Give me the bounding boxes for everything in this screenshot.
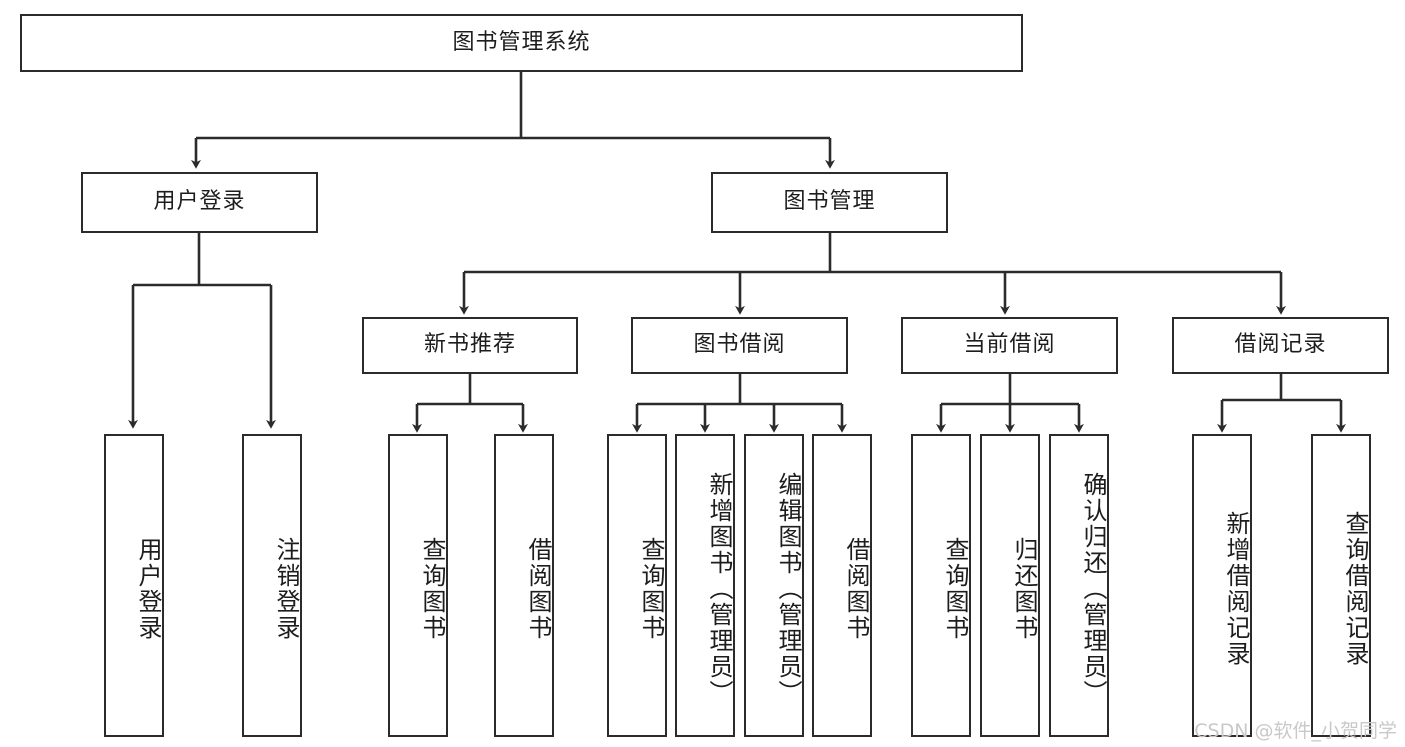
leaf-br-add-record[interactable]: 新增借阅记录 <box>1192 434 1252 737</box>
leaf-nb-borrow-book-label: 借阅图书 <box>524 536 552 641</box>
leaf-br-add-record-label: 新增借阅记录 <box>1222 510 1250 667</box>
node-current-borrow[interactable]: 当前借阅 <box>901 317 1118 374</box>
node-current-borrow-label: 当前借阅 <box>963 332 1056 358</box>
leaf-logout-label: 注销登录 <box>272 536 300 641</box>
leaf-cb-return-book-label: 归还图书 <box>1010 536 1038 641</box>
leaf-bb-add-book-label: 新增图书（管理员） <box>705 471 733 706</box>
leaf-br-query-record[interactable]: 查询借阅记录 <box>1311 434 1371 737</box>
leaf-cb-confirm-return[interactable]: 确认归还（管理员） <box>1049 434 1109 737</box>
watermark: CSDN @软件_小贺同学 <box>1194 720 1397 742</box>
leaf-nb-query-book-label: 查询图书 <box>418 536 446 641</box>
leaf-user-login-label: 用户登录 <box>134 536 162 641</box>
node-user-login[interactable]: 用户登录 <box>81 172 318 233</box>
leaf-bb-edit-book-label: 编辑图书（管理员） <box>774 471 802 706</box>
leaf-br-query-record-label: 查询借阅记录 <box>1341 510 1369 667</box>
node-root[interactable]: 图书管理系统 <box>20 14 1023 72</box>
node-borrow-record-label: 借阅记录 <box>1234 332 1327 358</box>
leaf-nb-query-book[interactable]: 查询图书 <box>388 434 448 737</box>
leaf-nb-borrow-book[interactable]: 借阅图书 <box>494 434 554 737</box>
leaf-bb-borrow-book[interactable]: 借阅图书 <box>812 434 872 737</box>
node-new-book-recommend-label: 新书推荐 <box>423 332 516 358</box>
node-book-manage-label: 图书管理 <box>783 189 876 215</box>
leaf-cb-return-book[interactable]: 归还图书 <box>980 434 1040 737</box>
node-new-book-recommend[interactable]: 新书推荐 <box>362 317 578 374</box>
leaf-cb-confirm-return-label: 确认归还（管理员） <box>1079 471 1107 706</box>
node-book-borrow[interactable]: 图书借阅 <box>631 317 848 374</box>
leaf-bb-query-book-label: 查询图书 <box>637 536 665 641</box>
leaf-cb-query-book-label: 查询图书 <box>941 536 969 641</box>
leaf-cb-query-book[interactable]: 查询图书 <box>911 434 971 737</box>
leaf-bb-add-book[interactable]: 新增图书（管理员） <box>675 434 735 737</box>
node-book-borrow-label: 图书借阅 <box>693 332 786 358</box>
leaf-user-login[interactable]: 用户登录 <box>104 434 164 737</box>
node-book-manage[interactable]: 图书管理 <box>711 172 948 233</box>
node-user-login-label: 用户登录 <box>153 189 246 215</box>
leaf-logout[interactable]: 注销登录 <box>242 434 302 737</box>
leaf-bb-borrow-book-label: 借阅图书 <box>842 536 870 641</box>
leaf-bb-edit-book[interactable]: 编辑图书（管理员） <box>744 434 804 737</box>
node-borrow-record[interactable]: 借阅记录 <box>1172 317 1389 374</box>
leaf-bb-query-book[interactable]: 查询图书 <box>607 434 667 737</box>
node-root-label: 图书管理系统 <box>452 29 591 55</box>
